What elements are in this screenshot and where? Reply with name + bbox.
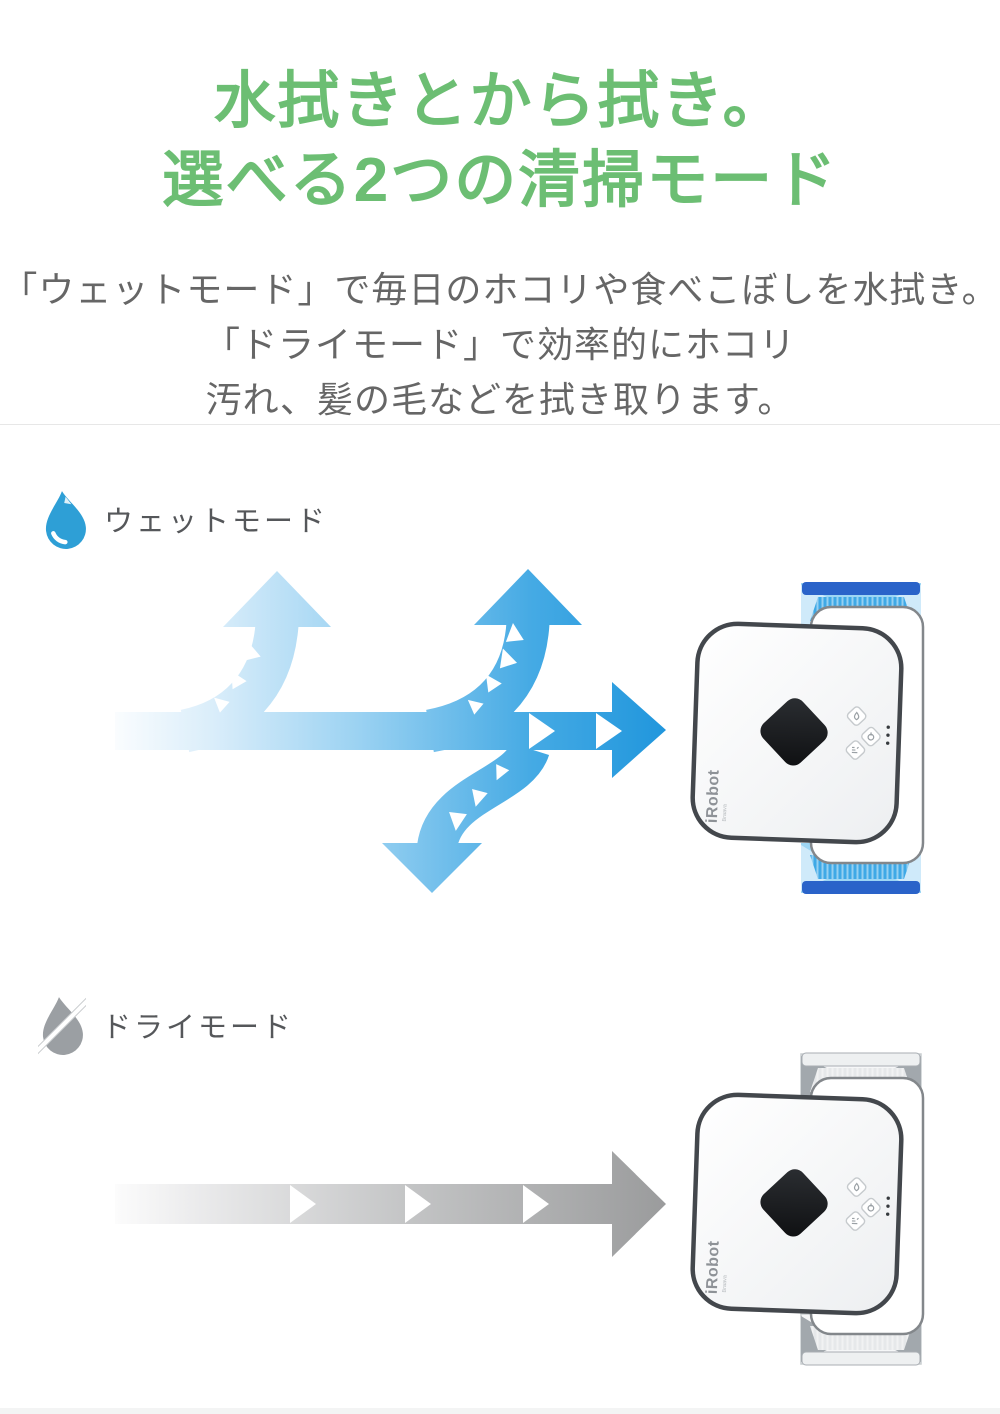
wet-airflow-arrows: [115, 569, 666, 893]
up-arrow-head-right: [474, 569, 582, 625]
next-section-edge: [0, 1408, 1000, 1414]
up-arrow-head-left: [223, 571, 331, 627]
title-line-1: 水拭きとから拭き。: [213, 67, 787, 136]
wet-mode-robot-image: [660, 575, 980, 910]
main-right-arrow: [115, 682, 666, 778]
title-line-2: 選べる2つの清掃モード: [161, 146, 839, 215]
dry-mode-label: ドライモード: [102, 1012, 295, 1044]
wet-mode-label: ウェットモード: [104, 506, 329, 538]
wet-mode-header: ウェットモード: [42, 488, 328, 550]
intro-line-3: 汚れ、髪の毛などを拭き取ります。: [205, 379, 795, 420]
page-title: 水拭きとから拭き。 選べる2つの清掃モード: [0, 62, 1000, 220]
dry-mode-robot-image: [660, 1046, 980, 1381]
water-drop-icon: [46, 491, 86, 549]
dry-mode-header: ドライモード: [38, 994, 294, 1056]
main-right-arrow: [115, 1151, 666, 1257]
water-drop-crossed-icon: [38, 994, 86, 1056]
down-arrow-head: [382, 843, 482, 893]
intro-line-2: 「ドライモード」で効率的にホコリ: [203, 324, 796, 365]
dry-airflow-arrow: [115, 1151, 666, 1257]
intro-line-1: 「ウェットモード」で毎日のホコリや食べこぼしを水拭き。: [1, 269, 999, 310]
intro-text: 「ウェットモード」で毎日のホコリや食べこぼしを水拭き。 「ドライモード」で効率的…: [0, 262, 1000, 427]
section-divider: [0, 424, 1000, 425]
